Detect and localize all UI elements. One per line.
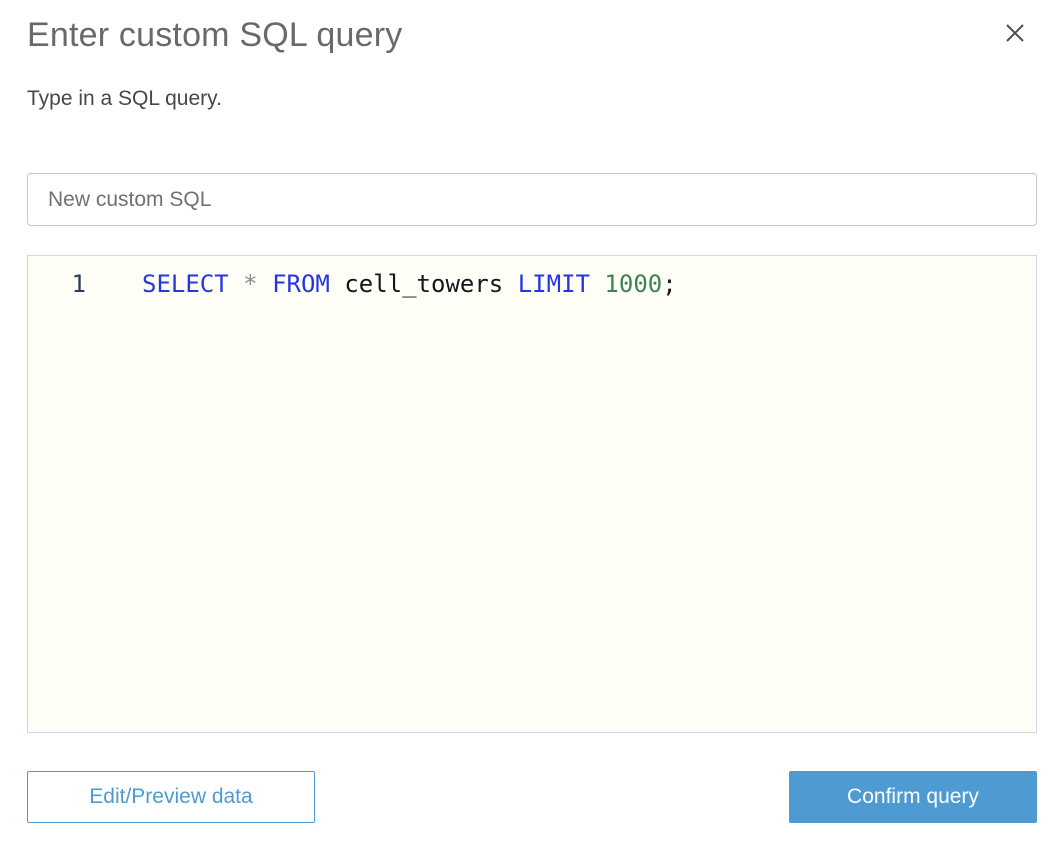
sql-code-editor[interactable]: 1 SELECT * FROM cell_towers LIMIT 1000; xyxy=(27,255,1037,733)
dialog-subtitle: Type in a SQL query. xyxy=(27,87,222,110)
code-token: 1000 xyxy=(604,270,663,298)
code-line: 1 SELECT * FROM cell_towers LIMIT 1000; xyxy=(28,256,1036,301)
code-token: SELECT xyxy=(142,270,229,298)
line-number: 1 xyxy=(71,270,86,298)
close-icon xyxy=(1004,22,1026,44)
close-button[interactable] xyxy=(1003,21,1027,45)
code-token xyxy=(229,270,243,298)
confirm-query-button[interactable]: Confirm query xyxy=(789,771,1037,823)
edit-preview-data-button[interactable]: Edit/Preview data xyxy=(27,771,315,823)
code-token: LIMIT xyxy=(517,270,590,298)
code-token: cell_towers xyxy=(344,270,504,298)
code-token xyxy=(330,270,344,298)
code-line-tokens: SELECT * FROM cell_towers LIMIT 1000; xyxy=(142,267,677,301)
custom-sql-name-input[interactable] xyxy=(27,173,1037,226)
code-token: ; xyxy=(662,270,677,298)
code-token xyxy=(590,270,604,298)
code-token: * xyxy=(243,270,258,298)
code-token: FROM xyxy=(272,270,330,298)
code-token xyxy=(258,270,272,298)
dialog-title: Enter custom SQL query xyxy=(27,16,403,54)
code-token xyxy=(503,270,517,298)
